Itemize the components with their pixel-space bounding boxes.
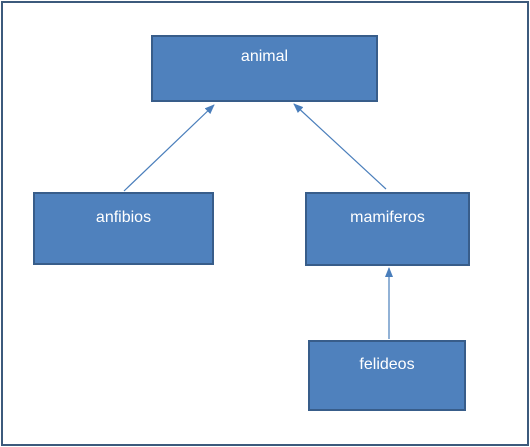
edge-mamiferos-to-animal [293,103,387,190]
node-label-animal: animal [240,47,289,65]
node-anfibios: anfibios [33,192,214,265]
node-label-anfibios: anfibios [95,208,152,226]
node-felideos: felideos [308,340,466,411]
node-mamiferos: mamiferos [305,192,470,266]
edge-anfibios-to-animal [123,104,215,192]
node-animal: animal [151,35,378,102]
node-label-mamiferos: mamiferos [350,209,425,226]
node-label-felideos: felideos [359,355,415,373]
